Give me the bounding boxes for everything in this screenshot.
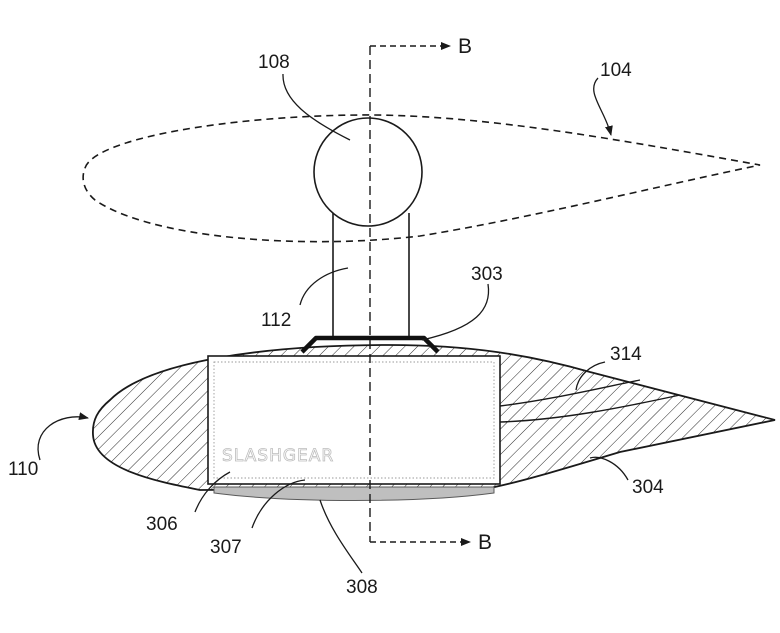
label-110: 110	[8, 459, 38, 480]
hub-circle	[313, 117, 423, 227]
leader-304	[589, 456, 629, 481]
leader-112	[299, 267, 349, 306]
rib-curve-upper	[499, 379, 641, 407]
leader-306	[194, 471, 231, 513]
label-306: 306	[146, 514, 178, 535]
label-314: 314	[610, 344, 642, 365]
leader-314	[575, 361, 606, 391]
inner-cavity-liner	[213, 361, 495, 479]
upper-airfoil-outline	[82, 114, 761, 243]
section-label-bottom: B	[478, 531, 492, 554]
bottom-plate	[213, 486, 495, 501]
section-label-top: B	[458, 35, 472, 58]
label-104: 104	[600, 60, 632, 81]
leader-104	[593, 77, 613, 136]
label-108: 108	[258, 52, 290, 73]
inner-cavity	[207, 355, 501, 485]
mount-bracket	[300, 335, 440, 354]
label-304: 304	[632, 477, 664, 498]
watermark: SLASHGEAR	[222, 446, 334, 466]
leader-303	[421, 283, 490, 341]
rib-curve-lower	[499, 394, 681, 423]
label-308: 308	[346, 577, 378, 598]
leader-308	[319, 499, 363, 574]
leader-110	[37, 412, 89, 461]
label-303: 303	[471, 264, 503, 285]
leader-108	[282, 73, 351, 141]
label-112: 112	[261, 310, 291, 331]
label-307: 307	[210, 537, 242, 558]
leader-307	[251, 479, 306, 529]
